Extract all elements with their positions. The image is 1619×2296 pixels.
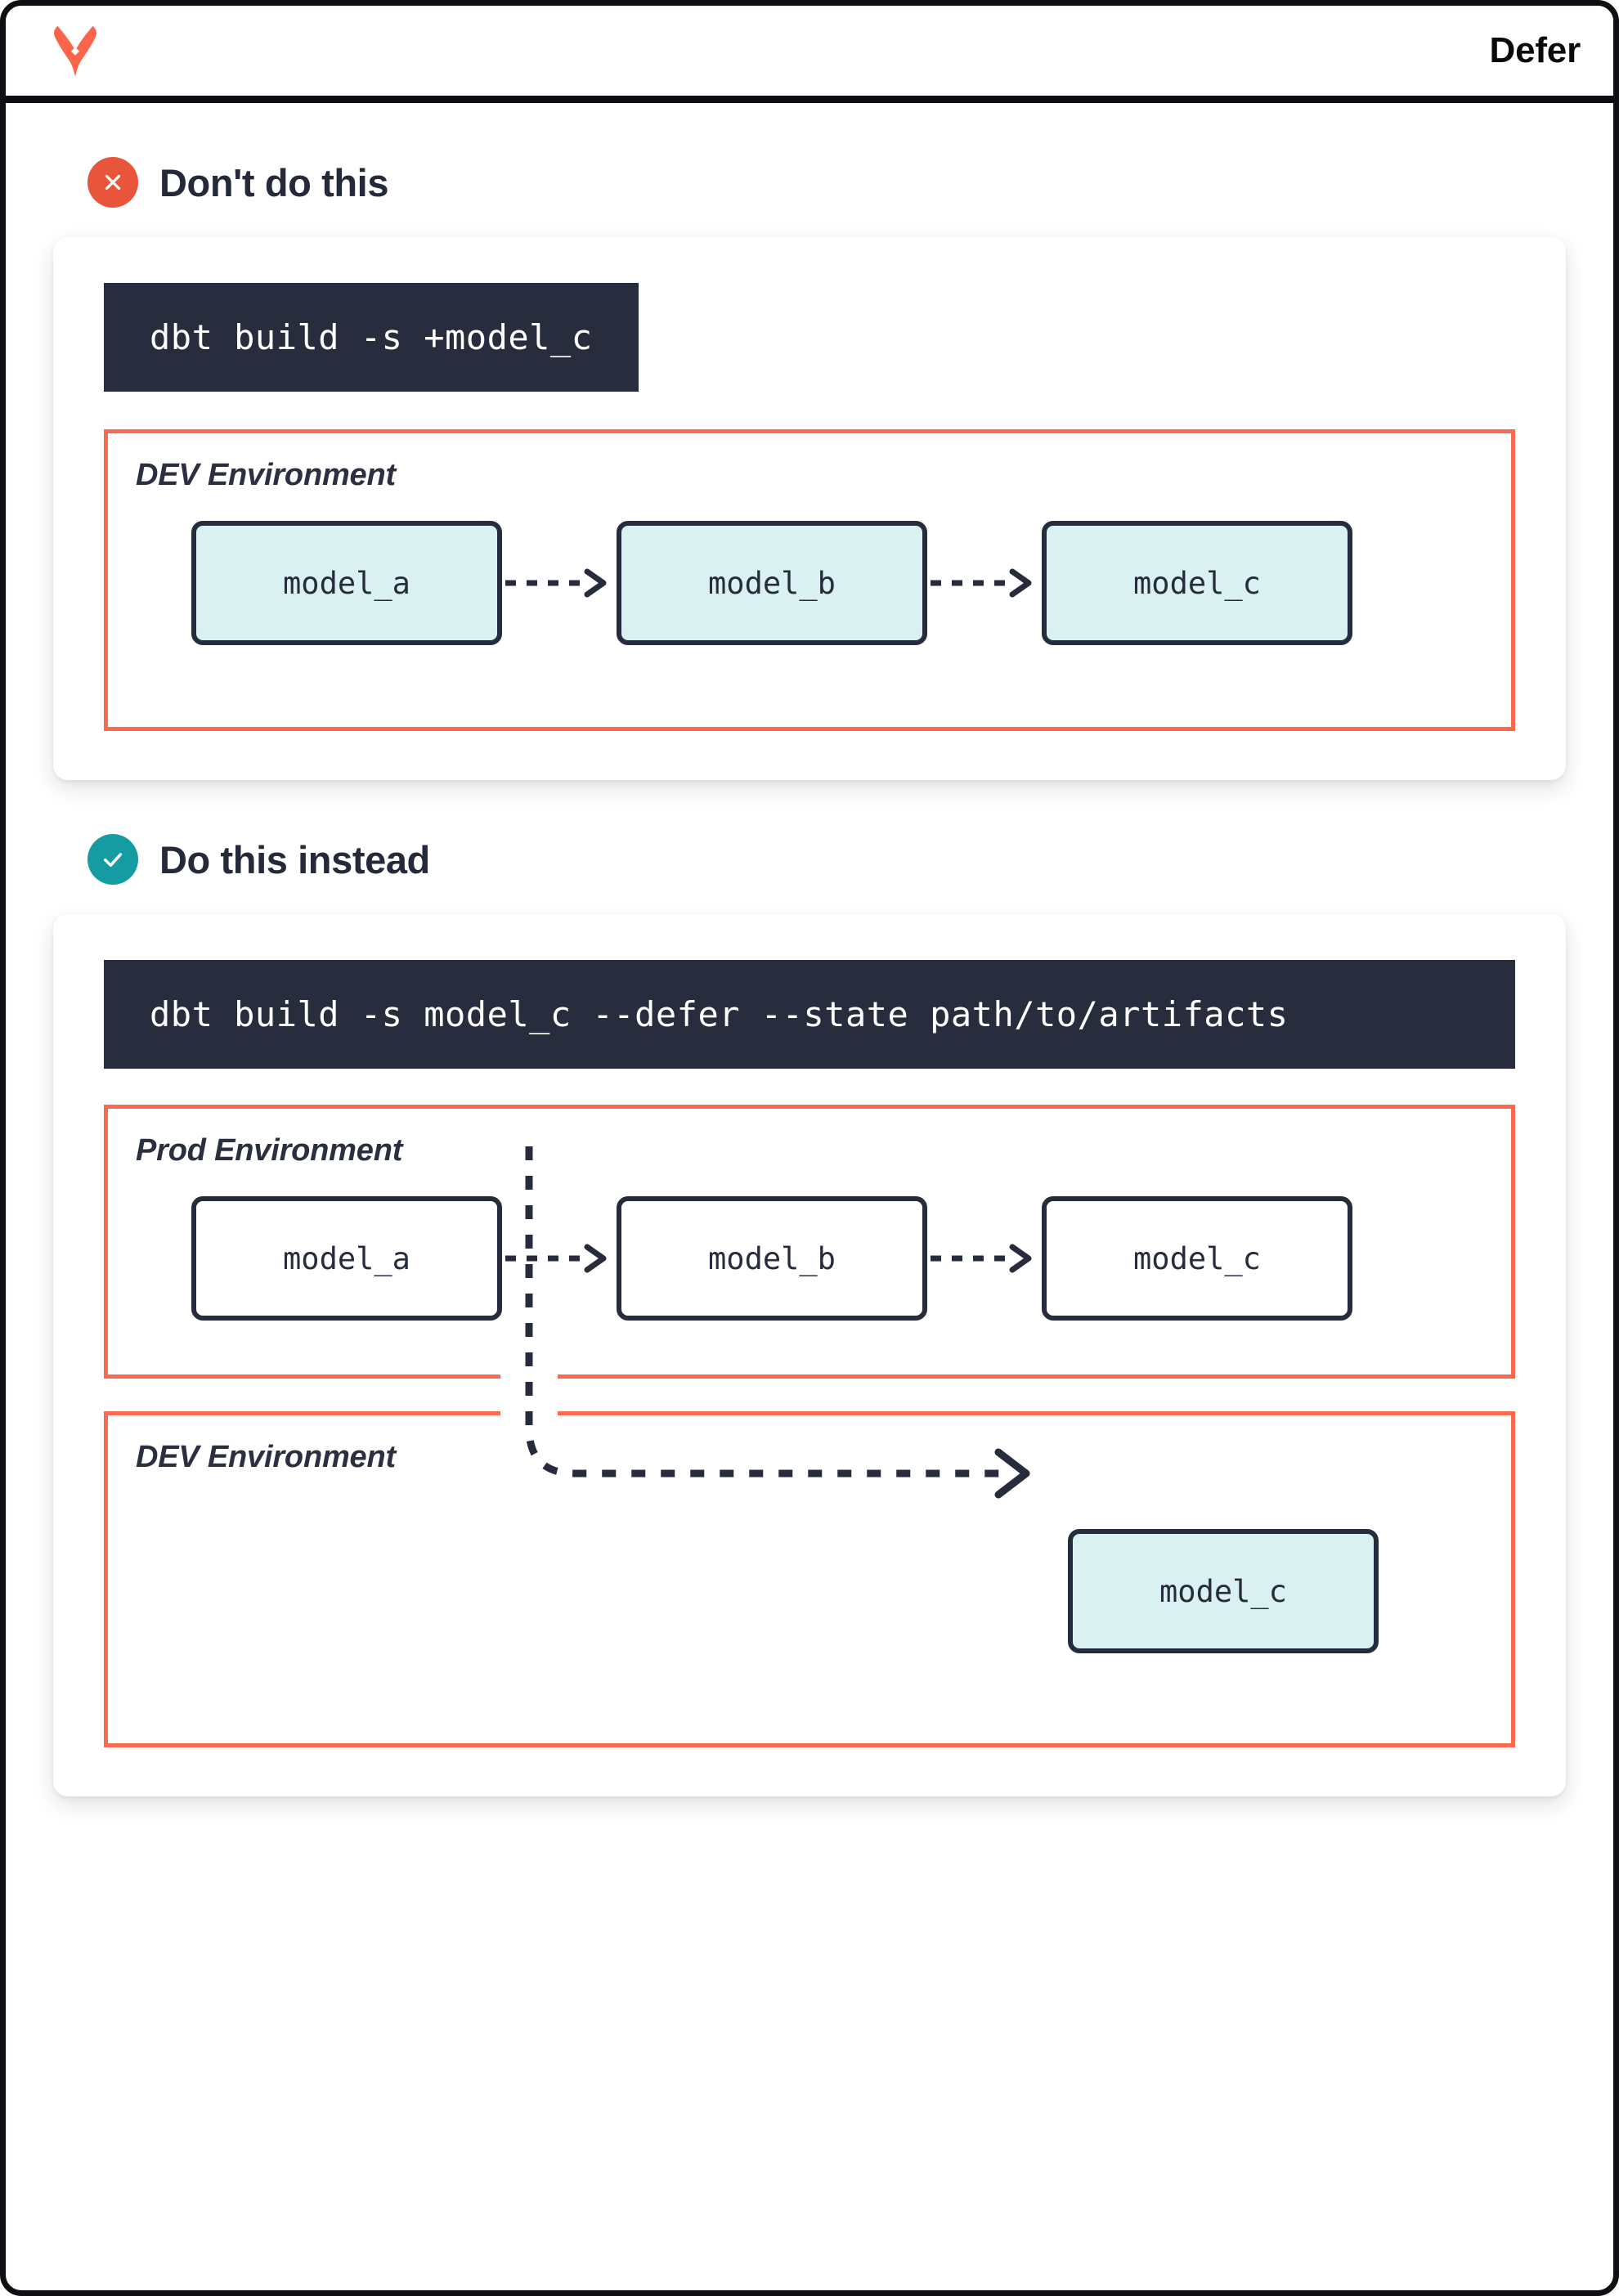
- model-node-a[interactable]: model_a: [191, 521, 502, 645]
- model-node-c[interactable]: model_c: [1042, 521, 1352, 645]
- environment-box-prod: Prod Environment model_a model_b model_c: [104, 1105, 1515, 1379]
- arrow-b-to-c: [931, 1244, 1032, 1273]
- model-chain-dev-do: model_c: [136, 1529, 1483, 1653]
- section-title-do: Do this instead: [159, 837, 430, 881]
- x-circle-icon: [87, 157, 138, 208]
- page-body: Don't do this dbt build -s +model_c DEV …: [6, 103, 1613, 1860]
- model-node-a[interactable]: model_a: [191, 1196, 502, 1321]
- model-chain-prod: model_a model_b model_c: [136, 1196, 1483, 1321]
- card-dont: dbt build -s +model_c DEV Environment mo…: [53, 237, 1566, 780]
- model-node-c-deferred[interactable]: model_c: [1068, 1529, 1379, 1653]
- spacer: [136, 645, 1483, 694]
- dbt-logo-icon: [43, 19, 107, 83]
- model-node-c[interactable]: model_c: [1042, 1196, 1352, 1321]
- page-title: Defer: [1489, 30, 1581, 70]
- model-chain-dev-dont: model_a model_b model_c: [136, 521, 1483, 645]
- spacer: [136, 1653, 1483, 1711]
- environment-box-dev-dont: DEV Environment model_a model_b model_c: [104, 429, 1515, 731]
- model-node-b[interactable]: model_b: [617, 521, 927, 645]
- bottom-spacer: [53, 1796, 1566, 1860]
- arrow-a-to-b: [505, 568, 607, 598]
- environment-label: Prod Environment: [136, 1133, 403, 1168]
- model-node-b[interactable]: model_b: [617, 1196, 927, 1321]
- environment-label: DEV Environment: [136, 1440, 396, 1474]
- environment-box-dev-do: DEV Environment model_c: [104, 1411, 1515, 1747]
- section-title-dont: Don't do this: [159, 160, 389, 204]
- arrow-a-to-b: [505, 1244, 607, 1273]
- arrow-b-to-c: [931, 568, 1032, 598]
- section-heading-do: Do this instead: [53, 780, 1566, 914]
- check-circle-icon: [87, 834, 138, 885]
- page-header: Defer: [6, 6, 1613, 103]
- command-code-do: dbt build -s model_c --defer --state pat…: [104, 960, 1515, 1069]
- command-code-dont: dbt build -s +model_c: [104, 283, 639, 392]
- section-heading-dont: Don't do this: [53, 103, 1566, 237]
- card-do: dbt build -s model_c --defer --state pat…: [53, 914, 1566, 1796]
- environment-label: DEV Environment: [136, 458, 396, 492]
